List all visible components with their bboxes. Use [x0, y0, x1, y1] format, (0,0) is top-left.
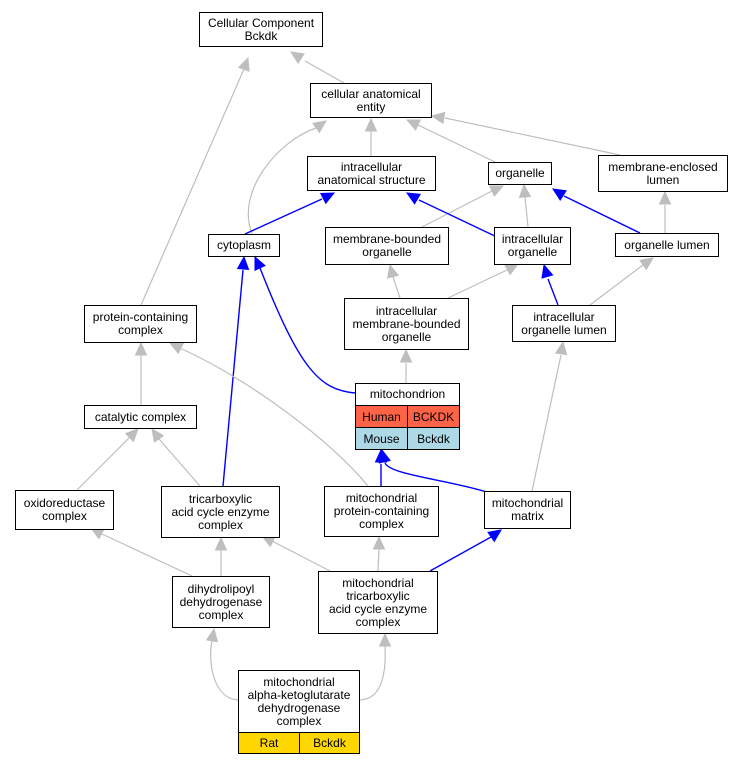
edge-org-lumen-to-mel [658, 190, 672, 233]
node-membrane-enclosed-lumen[interactable]: membrane-enclosed lumen [598, 155, 728, 192]
edge-iol-to-org-lumen [589, 257, 654, 306]
edge-oxido-to-catalytic [76, 428, 139, 491]
edge-dihydro-to-tca [214, 536, 228, 576]
node-tricarboxylic-acid-cycle-enzyme-complex[interactable]: tricarboxylic acid cycle enzyme complex [161, 486, 280, 538]
node-catalytic-complex[interactable]: catalytic complex [84, 405, 197, 429]
node-intracellular-organelle-lumen[interactable]: intracellular organelle lumen [512, 305, 616, 342]
akg-rat-species-cell: Rat [238, 732, 300, 754]
node-dihydrolipoyl-dehydrogenase-complex[interactable]: dihydrolipoyl dehydrogenase complex [172, 576, 270, 628]
edge-mito-tca-to-mito-protein [372, 535, 386, 572]
node-oxidoreductase-complex[interactable]: oxidoreductase complex [15, 490, 114, 530]
mitochondrion-human-species-cell: Human [355, 405, 408, 428]
edge-intra-org-to-intra-anat [405, 192, 500, 239]
edge-protein-to-cc [140, 56, 250, 306]
edge-imbo-to-mbo [386, 263, 401, 299]
edge-mito-matrix-to-iol [531, 340, 568, 492]
node-mitochondrial-tca-enzyme-complex[interactable]: mitochondrial tricarboxylic acid cycle e… [318, 571, 438, 634]
edge-cell-anat-to-cc [289, 51, 345, 84]
node-cellular-anatomical-entity[interactable]: cellular anatomical entity [310, 83, 432, 118]
edge-mito-tca-to-mito-matrix [429, 529, 502, 572]
mitochondrion-mouse-gene-cell: Bckdk [407, 427, 460, 450]
edge-akg-to-mito-tca [358, 632, 392, 701]
node-membrane-bounded-organelle[interactable]: membrane-bounded organelle [325, 227, 449, 265]
node-intracellular-anatomical-structure[interactable]: intracellular anatomical structure [307, 156, 436, 191]
edge-tca-to-catalytic [151, 428, 201, 487]
node-organelle[interactable]: organelle [488, 162, 552, 185]
node-mitochondrion[interactable]: mitochondrion [355, 383, 460, 406]
edge-mel-to-cell-anat [430, 111, 621, 156]
edge-layer [76, 51, 672, 701]
edge-intra-org-to-organelle [518, 183, 532, 228]
edge-mito-protein-to-protein [168, 342, 369, 487]
edge-mito-matrix-to-mito [378, 448, 491, 494]
mitochondrion-human-gene-cell: BCKDK [407, 405, 460, 428]
edge-mbo-to-organelle [421, 185, 505, 228]
akg-rat-gene-cell: Bckdk [299, 732, 360, 754]
edge-imbo-to-intra-org [447, 263, 520, 299]
edge-intra-anat-to-cell-anat [364, 117, 378, 156]
node-organelle-lumen[interactable]: organelle lumen [615, 233, 719, 257]
edge-cytoplasm-to-intra-anat [244, 192, 336, 235]
node-protein-containing-complex[interactable]: protein-containing complex [84, 305, 197, 343]
edge-iol-to-intra-org [541, 263, 559, 306]
edge-org-lumen-to-organelle [551, 188, 641, 234]
node-intracellular-organelle[interactable]: intracellular organelle [494, 227, 571, 265]
edge-organelle-to-cell-anat [405, 119, 496, 163]
edge-mito-tca-to-tca [260, 535, 331, 572]
edge-akg-to-dihydro [205, 627, 241, 701]
node-intracellular-membrane-bounded-organelle[interactable]: intracellular membrane-bounded organelle [344, 298, 469, 350]
edge-cytoplasm-to-cell-anat [247, 120, 327, 235]
node-mitochondrial-protein-containing-complex[interactable]: mitochondrial protein-containing complex [324, 486, 439, 537]
node-cytoplasm[interactable]: cytoplasm [208, 234, 280, 257]
edge-tca-to-cytoplasm [222, 255, 250, 487]
node-cellular-component-bckdk[interactable]: Cellular Component Bckdk [199, 12, 323, 47]
edge-catalytic-to-protein [134, 341, 148, 405]
mitochondrion-mouse-species-cell: Mouse [355, 427, 408, 450]
node-mitochondrial-matrix[interactable]: mitochondrial matrix [484, 491, 571, 529]
edge-mito-to-cytoplasm [254, 255, 356, 394]
node-mitochondrial-alpha-ketoglutarate-dehydrogenase-complex[interactable]: mitochondrial alpha-ketoglutarate dehydr… [238, 670, 360, 733]
edge-mito-to-imbo [399, 348, 413, 383]
